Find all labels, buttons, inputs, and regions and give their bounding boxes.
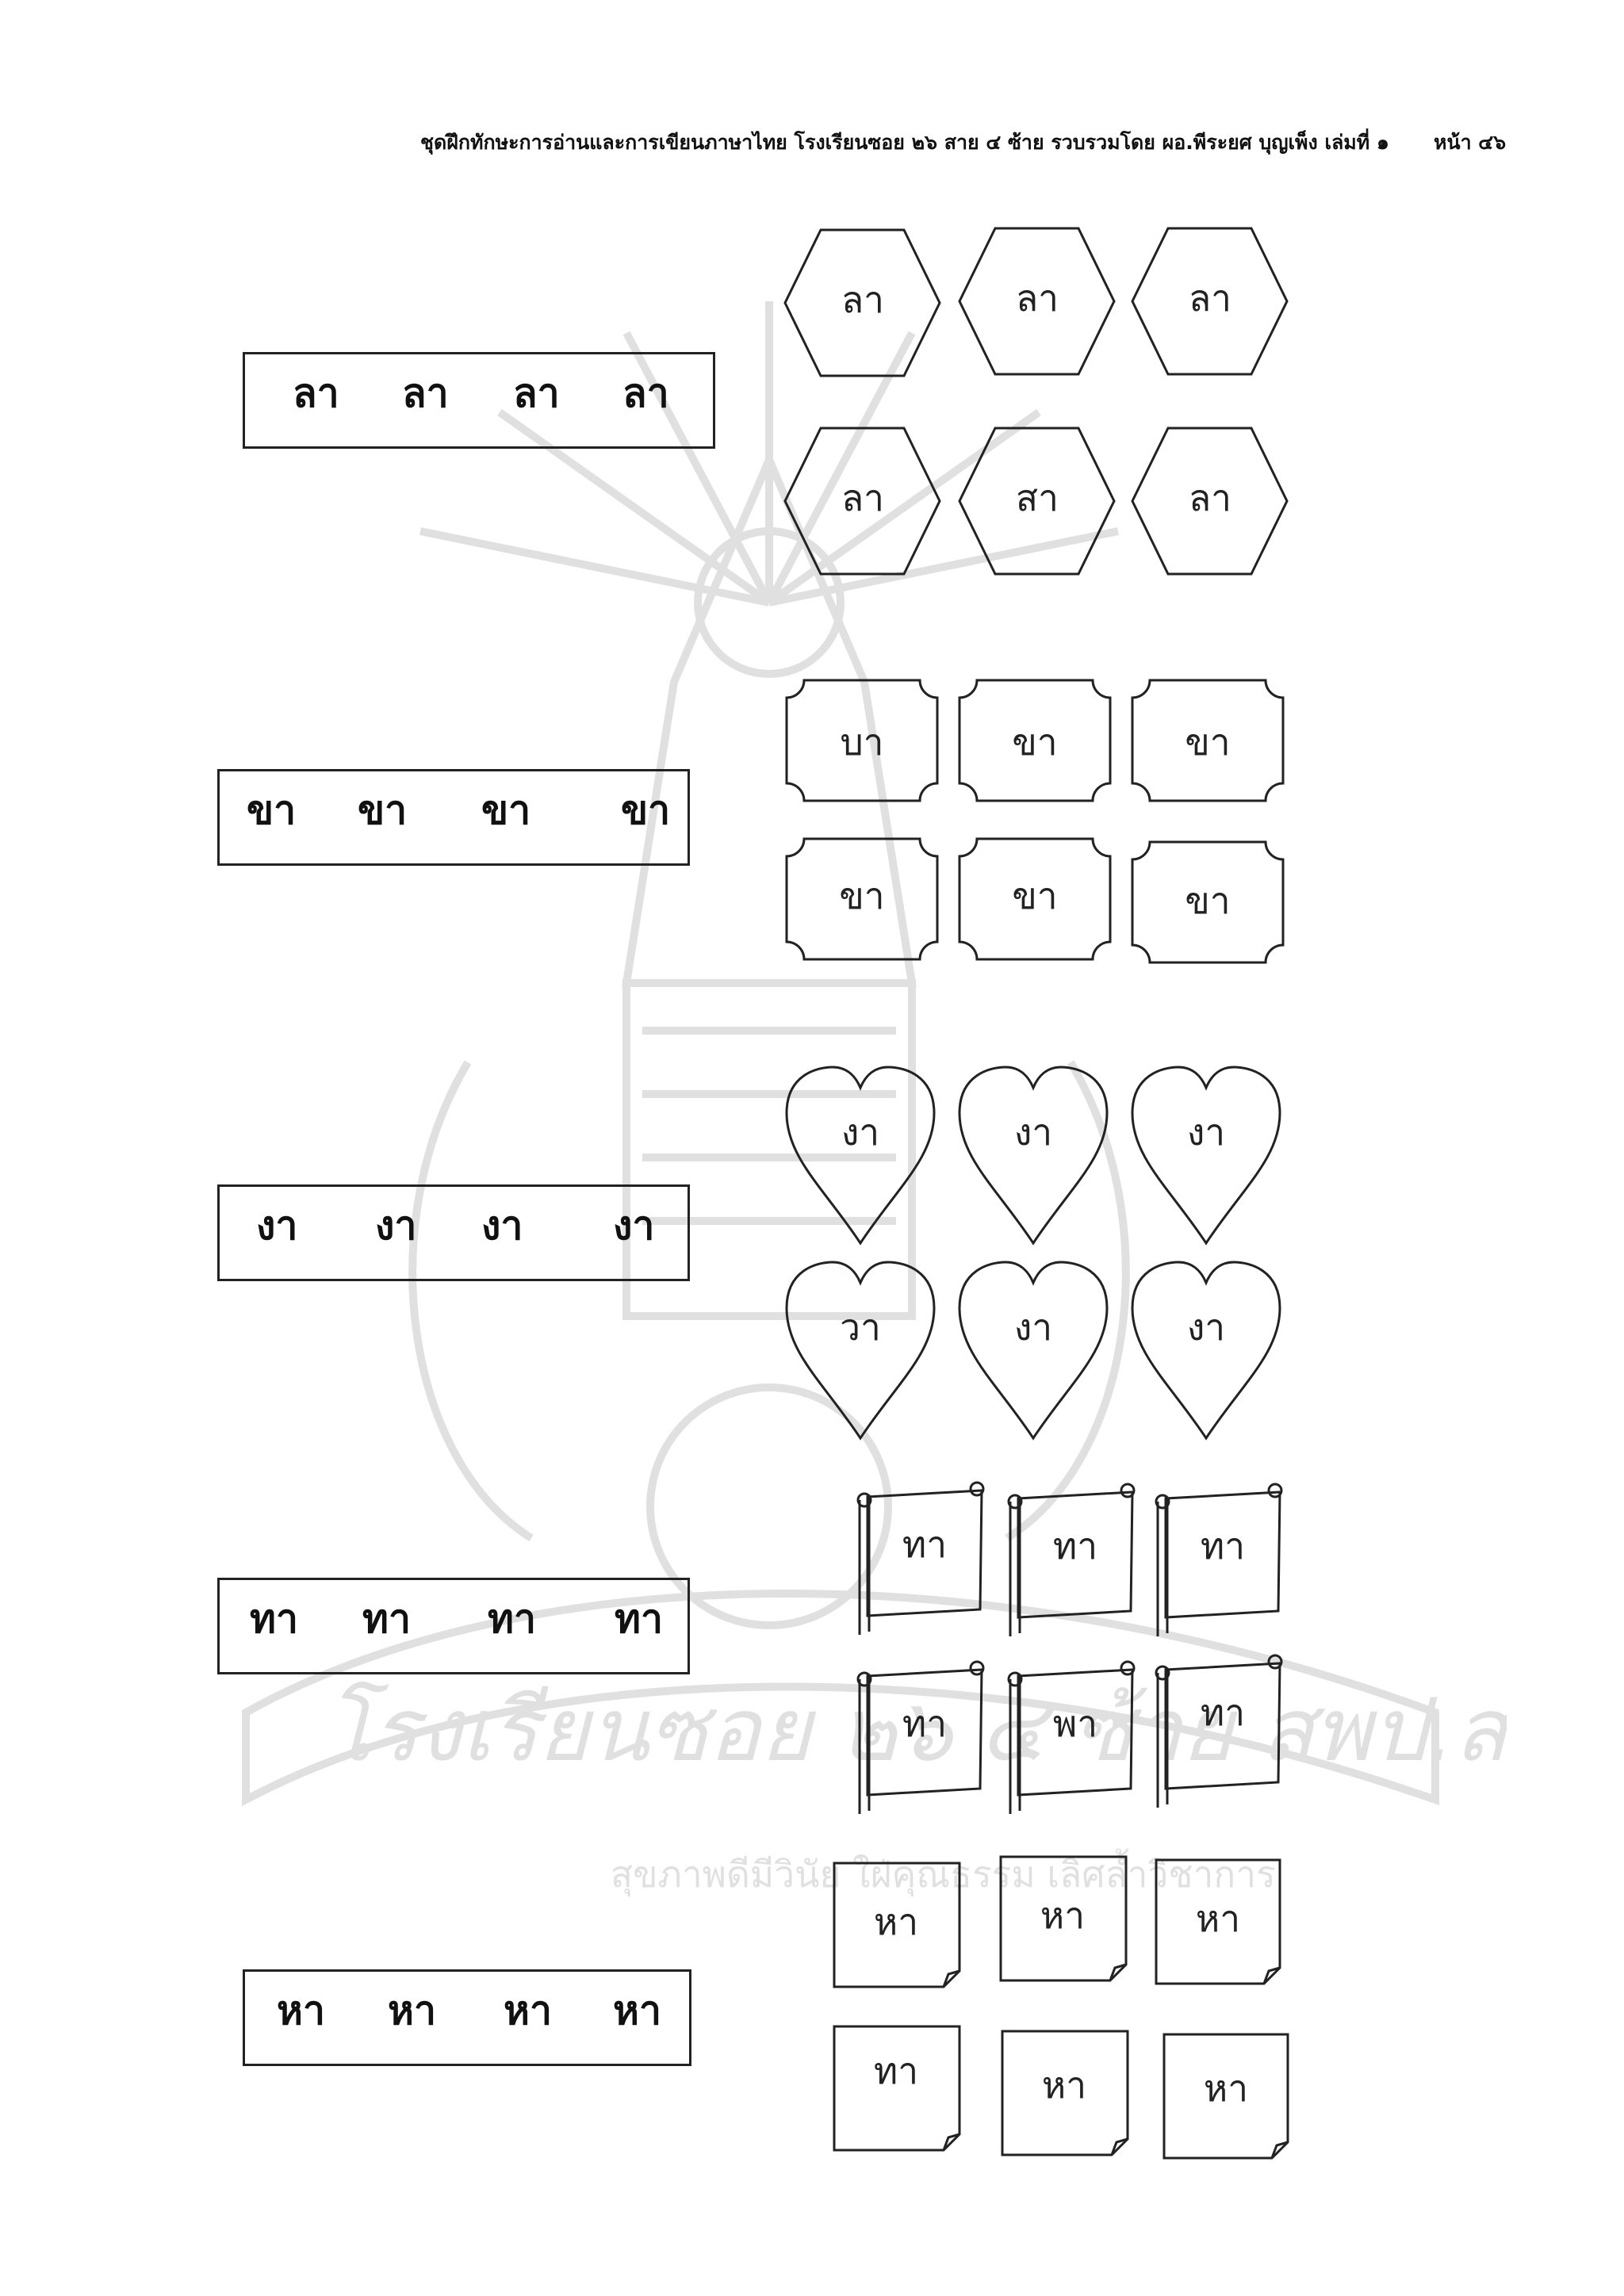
- heart-card: งา: [958, 1261, 1109, 1441]
- note-card: หา: [1162, 2033, 1289, 2160]
- card-word: หา: [874, 1900, 918, 1943]
- box-word: ทา: [362, 1596, 412, 1642]
- card-word: ทา: [1201, 1691, 1245, 1734]
- box-word: หา: [504, 1988, 553, 2034]
- scroll-card: ทา: [1155, 1654, 1283, 1808]
- box-word: หา: [613, 1988, 662, 2034]
- box-word: ทา: [615, 1596, 664, 1642]
- word-box-nga: งา งา งา งา: [217, 1184, 690, 1281]
- card-word: งา: [841, 1111, 879, 1154]
- card-word: ทา: [1053, 1525, 1097, 1567]
- box-word: ลา: [622, 370, 669, 416]
- scroll-card: พา: [1007, 1660, 1136, 1814]
- card-word: หา: [1042, 2064, 1086, 2107]
- notched-card: ขา: [1131, 840, 1285, 964]
- box-word: งา: [256, 1203, 298, 1249]
- box-word: ลา: [513, 370, 560, 416]
- card-word: ทา: [874, 2049, 918, 2092]
- box-word: หา: [388, 1988, 437, 2034]
- heart-card: งา: [1131, 1261, 1281, 1441]
- card-word: ลา: [1016, 277, 1059, 320]
- hexagon-card: ลา: [1131, 427, 1289, 576]
- card-word: ทา: [902, 1702, 947, 1745]
- hexagon-card: สา: [958, 427, 1116, 576]
- card-word: ขา: [839, 874, 884, 917]
- heart-card: งา: [958, 1066, 1109, 1246]
- notched-card: ขา: [1131, 679, 1285, 802]
- card-word: งา: [1014, 1111, 1052, 1154]
- page-number: หน้า ๔๖: [1434, 131, 1507, 154]
- card-word: งา: [1187, 1306, 1225, 1349]
- card-word: ลา: [1189, 476, 1231, 519]
- word-box-la: ลา ลา ลา ลา: [243, 352, 715, 449]
- card-word: ขา: [1185, 879, 1230, 922]
- card-word: ลา: [1189, 277, 1231, 320]
- notched-card: บา: [785, 679, 939, 802]
- card-word: สา: [1016, 476, 1059, 519]
- box-word: ทา: [488, 1596, 537, 1642]
- heart-card: งา: [785, 1066, 936, 1246]
- box-word: ขา: [247, 787, 297, 833]
- box-word: งา: [481, 1203, 523, 1249]
- scroll-card: ทา: [1155, 1483, 1283, 1636]
- card-word: ลา: [841, 476, 884, 519]
- card-word: ทา: [1201, 1525, 1245, 1567]
- scroll-card: ทา: [1007, 1483, 1136, 1636]
- note-card: หา: [833, 1862, 961, 1988]
- card-word: หา: [1196, 1897, 1240, 1940]
- card-word: งา: [1014, 1306, 1052, 1349]
- card-word: หา: [1040, 1894, 1085, 1937]
- box-word: ทา: [250, 1596, 299, 1642]
- card-word: ลา: [841, 278, 884, 321]
- box-word: ลา: [402, 370, 449, 416]
- card-word: ขา: [1012, 874, 1057, 917]
- scroll-card: ทา: [856, 1481, 985, 1635]
- box-word: ขา: [621, 787, 671, 833]
- note-card: ทา: [833, 2025, 961, 2152]
- word-box-tha: ทา ทา ทา ทา: [217, 1578, 690, 1674]
- heart-card: งา: [1131, 1066, 1281, 1246]
- box-word: ลา: [293, 370, 339, 416]
- card-word: ขา: [1185, 721, 1230, 763]
- card-word: หา: [1204, 2067, 1248, 2110]
- notched-card: ขา: [958, 679, 1112, 802]
- card-word: ทา: [902, 1523, 947, 1566]
- note-card: หา: [1155, 1858, 1281, 1985]
- box-word: ขา: [481, 787, 531, 833]
- card-word: วา: [840, 1306, 881, 1349]
- hexagon-card: ลา: [783, 228, 941, 377]
- notched-card: ขา: [958, 837, 1112, 961]
- scroll-card: ทา: [856, 1660, 985, 1814]
- box-word: งา: [613, 1203, 655, 1249]
- card-word: บา: [840, 721, 883, 763]
- note-card: หา: [999, 1855, 1128, 1982]
- hexagon-card: ลา: [783, 427, 941, 576]
- word-box-kha: ขา ขา ขา ขา: [217, 769, 690, 866]
- heart-card: วา: [785, 1261, 936, 1441]
- hexagon-card: ลา: [1131, 227, 1289, 376]
- card-word: งา: [1187, 1111, 1225, 1154]
- page-header: ชุดฝึกทักษะการอ่านและการเขียนภาษาไทย โรง…: [420, 121, 1530, 160]
- hexagon-card: ลา: [958, 227, 1116, 376]
- header-title: ชุดฝึกทักษะการอ่านและการเขียนภาษาไทย โรง…: [420, 131, 1389, 154]
- note-card: หา: [1001, 2030, 1129, 2156]
- box-word: งา: [375, 1203, 417, 1249]
- box-word: ขา: [358, 787, 408, 833]
- box-word: หา: [277, 1988, 326, 2034]
- card-word: พา: [1053, 1702, 1097, 1745]
- word-box-ha: หา หา หา หา: [243, 1969, 691, 2066]
- card-word: ขา: [1012, 721, 1057, 763]
- notched-card: ขา: [785, 837, 939, 961]
